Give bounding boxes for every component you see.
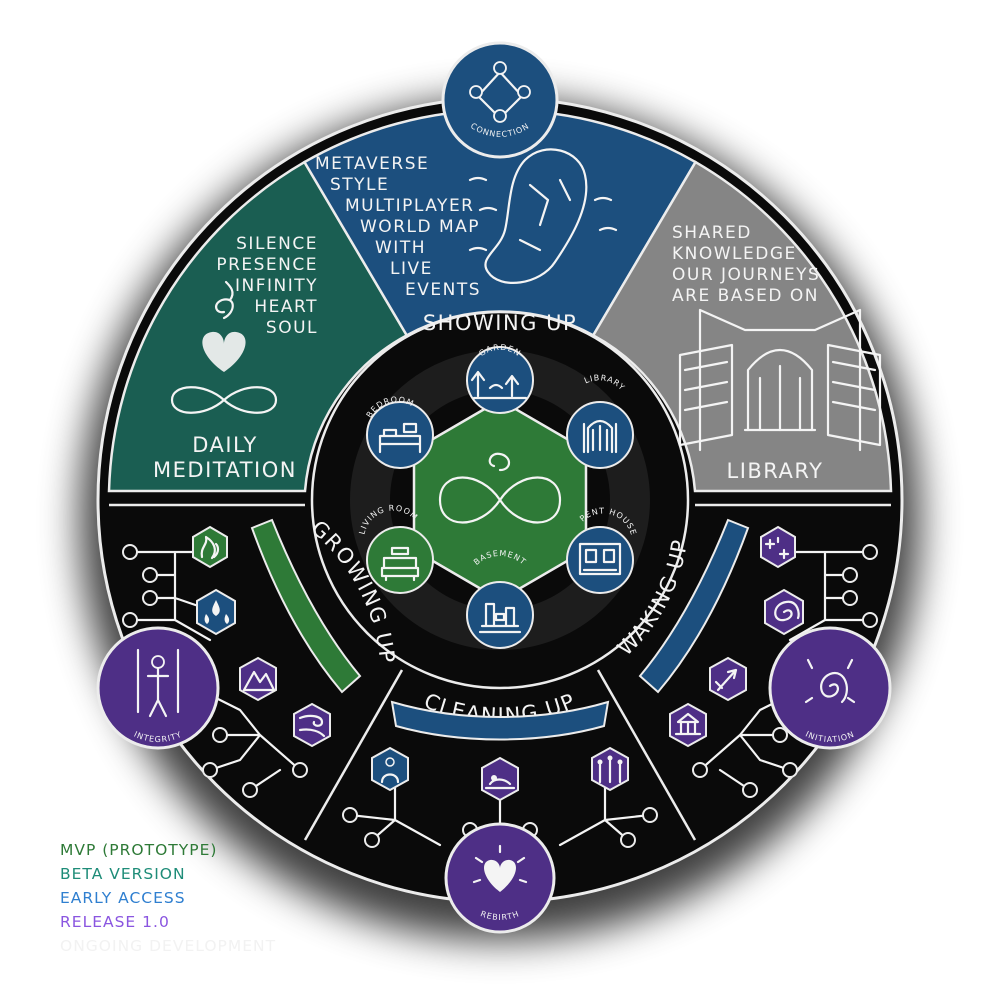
hex-waking-stars[interactable] bbox=[760, 525, 796, 569]
showing-line-6: LIVE bbox=[390, 259, 433, 279]
waking-up-nodes bbox=[692, 544, 878, 798]
daily-line-3: INFINITY bbox=[235, 276, 318, 296]
penthouse-icon bbox=[578, 542, 622, 576]
daily-title-2: MEDITATION bbox=[153, 458, 297, 482]
hex-growing-mountain[interactable] bbox=[239, 656, 277, 702]
badge-rebirth[interactable]: REBIRTH bbox=[444, 822, 556, 934]
rebirth-heart-icon bbox=[472, 844, 528, 892]
segment-library[interactable] bbox=[591, 160, 893, 493]
showing-up-lines: METAVERSE STYLE MULTIPLAYER WORLD MAP WI… bbox=[315, 154, 481, 300]
legend-item-release: RELEASE 1.0 bbox=[60, 913, 170, 931]
legend-item-beta: BETA VERSION bbox=[60, 865, 186, 883]
daily-line-1: SILENCE bbox=[236, 234, 318, 254]
hex-waking-temple[interactable] bbox=[669, 702, 707, 748]
growing-up-nodes bbox=[122, 544, 308, 798]
library-doors-icon bbox=[678, 308, 882, 452]
room-garden[interactable]: GARDEN bbox=[466, 343, 534, 414]
legend-item-early-access: EARLY ACCESS bbox=[60, 889, 186, 907]
showing-line-3: MULTIPLAYER bbox=[345, 196, 475, 216]
bottom-dividers bbox=[109, 503, 891, 841]
library-lines: SHARED KNOWLEDGE OUR JOURNEYS ARE BASED … bbox=[672, 223, 820, 306]
island-map-icon bbox=[468, 148, 618, 284]
growing-up-strip bbox=[250, 518, 362, 694]
hex-cleaning-person[interactable] bbox=[371, 746, 409, 792]
library-line-4: ARE BASED ON bbox=[672, 286, 819, 306]
bedroom-icon bbox=[378, 422, 422, 454]
showing-line-4: WORLD MAP bbox=[360, 217, 480, 237]
library-room-icon bbox=[582, 419, 618, 454]
legend-item-mvp: MVP (PROTOTYPE) bbox=[60, 841, 218, 859]
showing-line-5: WITH bbox=[375, 238, 426, 258]
living-room-icon bbox=[380, 546, 420, 582]
cleaning-up-strip bbox=[390, 700, 610, 741]
showing-line-1: METAVERSE bbox=[315, 154, 429, 174]
legend-item-ongoing: ONGOING DEVELOPMENT bbox=[60, 937, 277, 955]
daily-line-5: SOUL bbox=[266, 318, 318, 338]
room-basement[interactable]: BASEMENT bbox=[466, 549, 534, 649]
basement-icon bbox=[478, 602, 522, 634]
library-line-2: KNOWLEDGE bbox=[672, 244, 797, 264]
library-title: LIBRARY bbox=[727, 459, 824, 483]
svg-text:REBIRTH: REBIRTH bbox=[479, 909, 521, 922]
hex-growing-water[interactable] bbox=[196, 588, 236, 636]
waking-up-strip bbox=[638, 518, 750, 694]
badge-integrity[interactable]: INTEGRITY bbox=[96, 626, 220, 750]
library-line-1: SHARED bbox=[672, 223, 752, 243]
showing-up-title: SHOWING UP bbox=[423, 311, 577, 335]
hex-waking-rocket[interactable] bbox=[709, 656, 747, 702]
connection-people-icon bbox=[469, 61, 531, 123]
waking-up-tree bbox=[698, 550, 872, 792]
hex-cleaning-group[interactable] bbox=[591, 746, 629, 792]
showing-line-7: EVENTS bbox=[405, 280, 481, 300]
daily-title-1: DAILY bbox=[192, 433, 258, 457]
hex-growing-wind[interactable] bbox=[293, 702, 331, 748]
integrity-figure-icon bbox=[136, 648, 180, 718]
room-bedroom[interactable]: BEDROOM bbox=[365, 395, 434, 469]
center-infinity-icon bbox=[438, 452, 562, 524]
legend: MVP (PROTOTYPE) BETA VERSION EARLY ACCES… bbox=[60, 838, 276, 958]
growing-up-tree bbox=[128, 550, 302, 792]
hex-cleaning-rest[interactable] bbox=[481, 756, 519, 802]
library-line-3: OUR JOURNEYS bbox=[672, 265, 820, 285]
badge-initiation[interactable]: INITIATION bbox=[768, 626, 892, 750]
badge-rebirth-label: REBIRTH bbox=[479, 909, 520, 922]
hex-waking-galaxy[interactable] bbox=[764, 588, 804, 636]
meditation-figure-icon bbox=[170, 280, 278, 414]
garden-icon bbox=[470, 370, 528, 400]
badge-connection[interactable]: CONNECTION bbox=[441, 41, 559, 159]
daily-meditation-lines: SILENCE PRESENCE INFINITY HEART SOUL bbox=[216, 234, 318, 338]
daily-line-2: PRESENCE bbox=[216, 255, 318, 275]
hex-growing-fire[interactable] bbox=[192, 525, 228, 569]
initiation-spiral-icon bbox=[804, 658, 856, 704]
showing-line-2: STYLE bbox=[330, 175, 389, 195]
daily-line-4: HEART bbox=[254, 297, 318, 317]
segment-daily-meditation[interactable] bbox=[107, 160, 409, 493]
